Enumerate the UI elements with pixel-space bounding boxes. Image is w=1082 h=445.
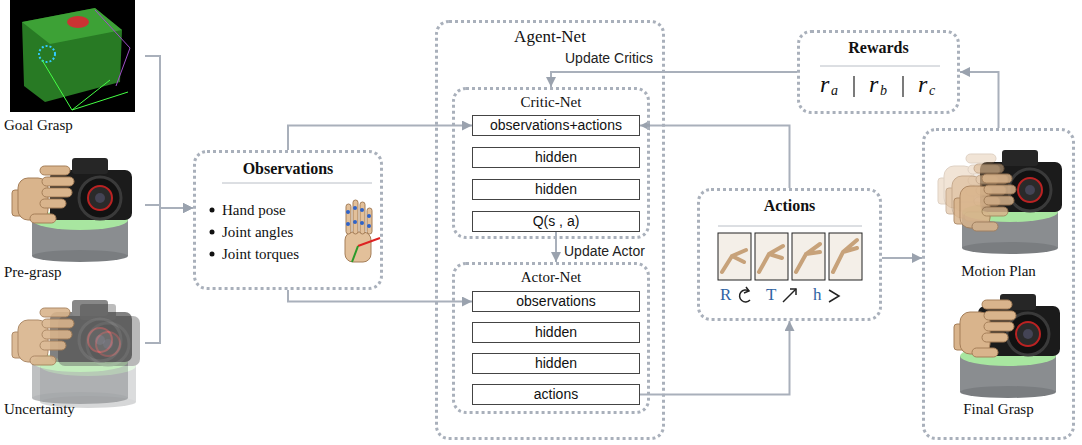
actor-net-group: Actor-Net observations hidden hidden actions xyxy=(452,262,650,414)
node-text: r xyxy=(820,71,829,97)
node-text: Hand pose xyxy=(222,201,286,219)
node-text: Joint angles xyxy=(222,223,293,241)
layer-box: hidden xyxy=(472,147,640,168)
node-text: Joint torques xyxy=(222,245,299,263)
node-text: r xyxy=(918,71,927,97)
layer-box: hidden xyxy=(472,179,640,200)
input-figure: Uncertainty xyxy=(0,288,145,424)
node-label: Actions xyxy=(764,196,816,216)
node-label: hidden xyxy=(535,354,577,373)
goal-grasp-figure xyxy=(10,0,135,112)
node-label: Goal Grasp xyxy=(4,117,73,134)
node-label: hidden xyxy=(535,180,577,199)
node-label: Q(s , a) xyxy=(533,212,580,231)
hand-joint-icon xyxy=(345,200,380,262)
node-text: a xyxy=(831,83,838,99)
layer-box: observations+actions xyxy=(472,115,640,136)
action-symbols xyxy=(740,287,839,302)
connector xyxy=(960,72,999,128)
input-figure: Goal Grasp xyxy=(0,0,145,140)
node-text: h xyxy=(813,285,822,305)
layer-box: observations xyxy=(472,291,640,312)
result-panel: Motion PlanFinal Grasp xyxy=(922,128,1075,440)
input-figure: Pre-grasp xyxy=(0,146,145,284)
node-label: Motion Plan xyxy=(961,263,1036,280)
node-label: observations+actions xyxy=(490,116,622,135)
connector xyxy=(551,72,797,87)
node-label: Critic-Net xyxy=(521,93,582,111)
node-text: R xyxy=(720,285,731,305)
edge-label: Update Actor xyxy=(562,243,647,259)
uncertainty-figure xyxy=(12,300,140,408)
node-text: T xyxy=(766,285,776,305)
bullet-dot xyxy=(210,208,215,257)
node-label: Uncertainty xyxy=(4,401,75,418)
observations-panel: ObservationsHand poseJoint anglesJoint t… xyxy=(193,150,383,290)
node-text: Final Grasp xyxy=(963,401,1033,418)
connector xyxy=(882,257,922,259)
node-label: Rewards xyxy=(848,38,908,58)
layer-box: hidden xyxy=(472,322,640,343)
node-label: Agent-Net xyxy=(514,27,586,47)
heading-underline xyxy=(222,66,940,226)
actions-panel: ActionsR Th xyxy=(697,188,882,321)
node-label: actions xyxy=(534,385,578,404)
edge-label: Update Critics xyxy=(563,50,655,66)
node-label: Observations xyxy=(243,159,334,179)
agent-net-group: Agent-NetCritic-Net observations+actions h… xyxy=(435,20,665,440)
layer-box: hidden xyxy=(472,353,640,374)
connector xyxy=(145,56,193,208)
node-label: hidden xyxy=(535,323,577,342)
node-text: b xyxy=(880,83,887,99)
rewards-panel: Rewardsrarbrc xyxy=(797,30,960,114)
connector xyxy=(145,208,193,343)
layer-box: actions xyxy=(472,384,640,405)
node-text: r xyxy=(869,71,878,97)
connector xyxy=(288,290,472,302)
node-label: Actor-Net xyxy=(521,268,582,286)
connector xyxy=(288,126,472,151)
node-label: Pre-grasp xyxy=(4,264,61,281)
node-label: hidden xyxy=(535,148,577,167)
node-text: c xyxy=(929,83,935,99)
pre-grasp-figure xyxy=(12,158,132,262)
final-grasp-figure xyxy=(954,294,1060,398)
action-thumbnails xyxy=(718,233,862,280)
layer-box: Q(s , a) xyxy=(472,211,640,232)
node-label: observations xyxy=(516,292,595,311)
critic-net-group: Critic-Net observations+actions hidden hidd… xyxy=(452,87,650,239)
reward-separator xyxy=(854,76,903,97)
motion-plan-figure xyxy=(938,150,1062,254)
